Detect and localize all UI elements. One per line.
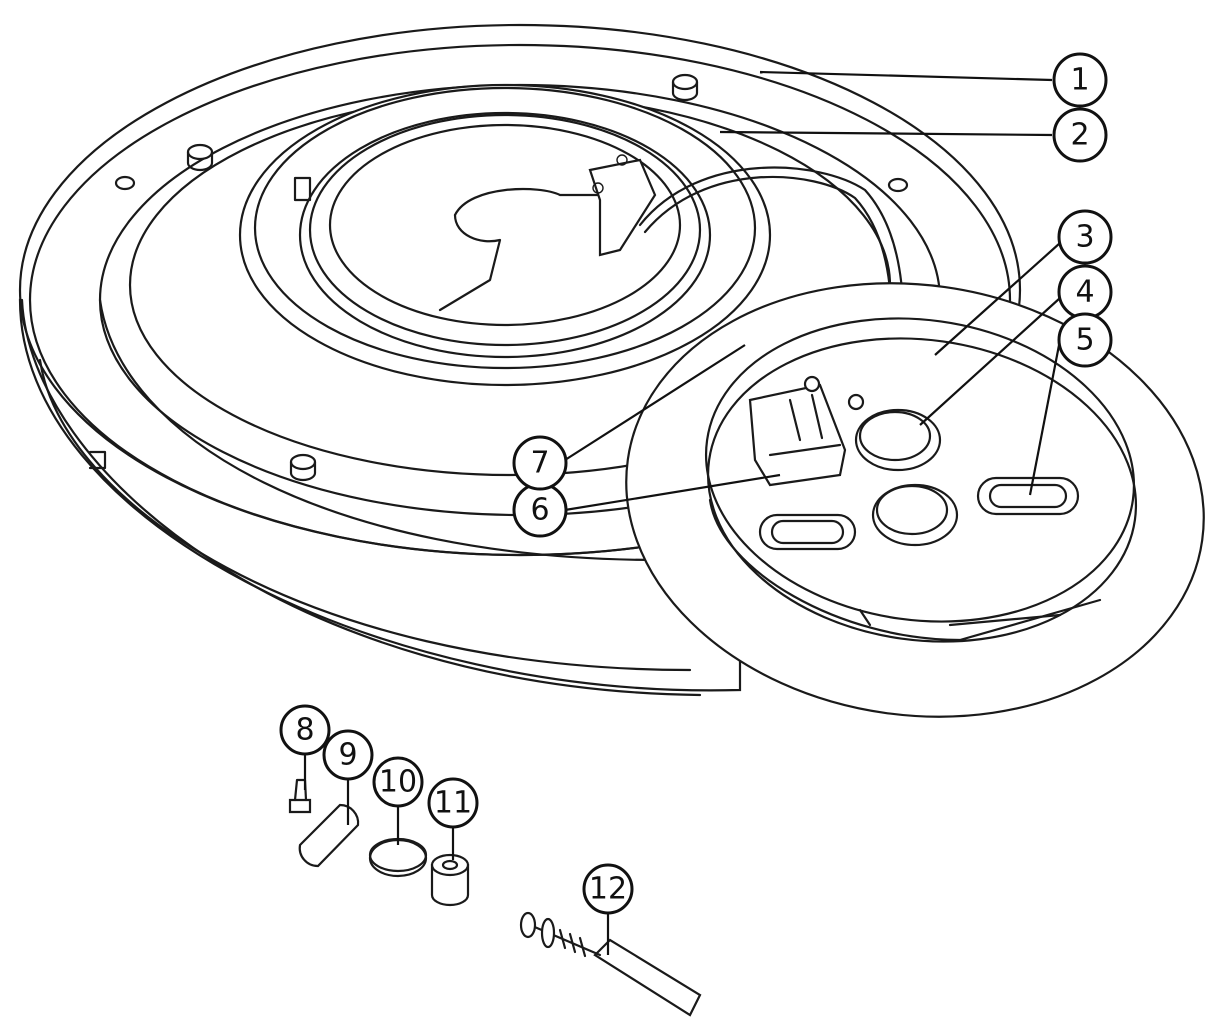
callout-1: 1 <box>1052 52 1108 108</box>
screw-head <box>114 175 909 193</box>
callout-12: 12 <box>582 863 634 915</box>
callout-8-label: 8 <box>295 713 314 748</box>
terminal-block <box>748 375 865 487</box>
driver-block <box>328 123 682 327</box>
boss <box>671 73 699 102</box>
callout-8: 8 <box>279 704 331 756</box>
callout-4-label: 4 <box>1075 275 1094 310</box>
part-9-pad <box>298 803 360 868</box>
callout-6-label: 6 <box>530 493 549 528</box>
leader-lines <box>303 70 1062 955</box>
cap-boss-upper <box>854 408 942 472</box>
callout-4: 4 <box>1057 264 1113 320</box>
callout-5: 5 <box>1057 312 1113 368</box>
callout-11: 11 <box>427 777 479 829</box>
cap-boss-lower <box>871 483 959 547</box>
callout-10-label: 10 <box>379 765 417 800</box>
callout-11-label: 11 <box>434 786 472 821</box>
part-12-screw-anchor <box>519 911 702 1017</box>
boss <box>289 453 317 482</box>
mounting-slot-right <box>976 476 1080 516</box>
callout-10: 10 <box>372 756 424 808</box>
mounting-slot-left <box>758 513 857 551</box>
part-11-spacer <box>430 853 470 907</box>
callout-3: 3 <box>1057 209 1113 265</box>
callout-6: 6 <box>512 482 568 538</box>
callout-9-label: 9 <box>338 738 357 773</box>
callout-5-label: 5 <box>1075 323 1094 358</box>
callout-2: 2 <box>1052 107 1108 163</box>
callout-1-label: 1 <box>1070 63 1089 98</box>
housing-bosses <box>88 73 909 482</box>
callout-9: 9 <box>322 729 374 781</box>
callout-2-label: 2 <box>1070 118 1089 153</box>
callout-7-label: 7 <box>530 446 549 481</box>
part-8-pin <box>288 778 312 814</box>
callout-12-label: 12 <box>589 872 627 907</box>
boss <box>186 143 214 172</box>
rim-clip <box>88 450 107 470</box>
callout-7: 7 <box>512 435 568 491</box>
callout-3-label: 3 <box>1075 220 1094 255</box>
